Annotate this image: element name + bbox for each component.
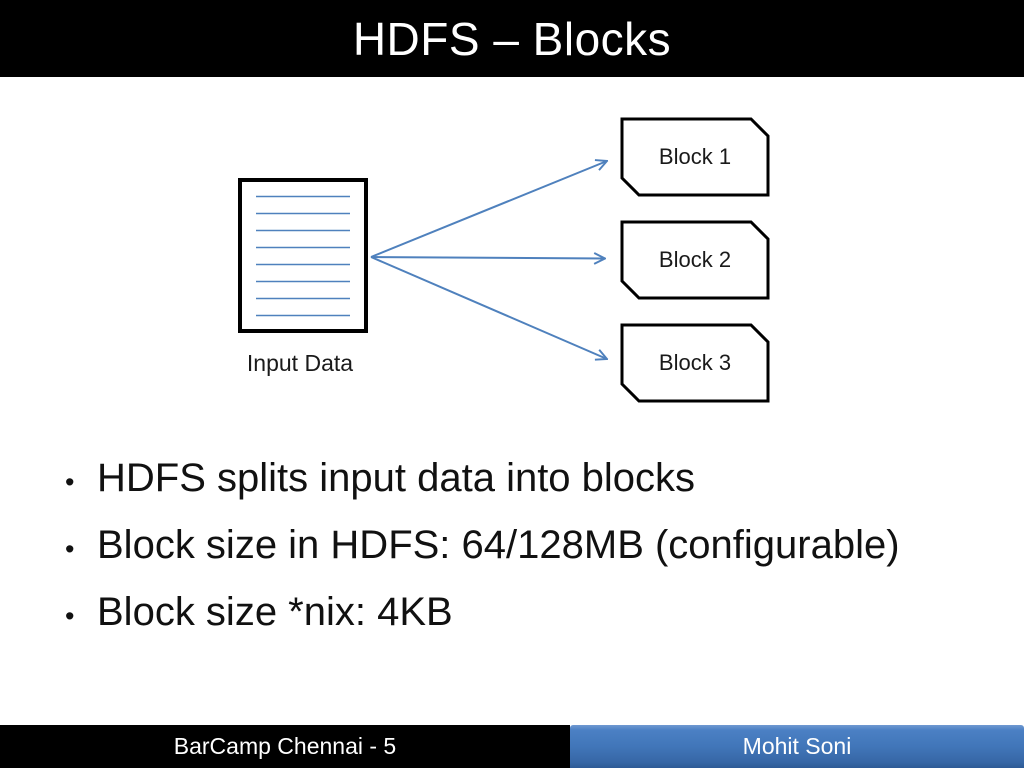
document-text-lines (256, 195, 350, 317)
slide-header: HDFS – Blocks (0, 0, 1024, 77)
arrow-to-block-2 (370, 257, 605, 259)
bullet-item-2: • Block size in HDFS: 64/128MB (configura… (60, 514, 900, 581)
block-3-label: Block 3 (659, 350, 731, 375)
block-shapes (620, 117, 770, 403)
bullet-marker: • (65, 601, 75, 631)
bullet-item-1: • HDFS splits input data into blocks (60, 447, 900, 514)
block-3-shape (620, 323, 770, 403)
page-title: HDFS – Blocks (352, 12, 672, 65)
block-2-shape (620, 220, 770, 300)
bullet-text-1: HDFS splits input data into blocks (97, 456, 696, 500)
bullet-marker: • (65, 467, 75, 497)
block-2-label: Block 2 (659, 247, 731, 272)
input-data-label: Input Data (247, 350, 353, 376)
arrow-to-block-3 (370, 256, 607, 359)
bullet-text-2: Block size in HDFS: 64/128MB (configurab… (97, 523, 900, 567)
bullet-list: • HDFS splits input data into blocks • Blo… (60, 447, 900, 648)
block-1-shape (620, 117, 770, 197)
block-1-label: Block 1 (659, 144, 731, 169)
footer-right-label: Mohit Soni (742, 733, 852, 759)
bullet-marker: • (65, 534, 75, 564)
footer-right-bar: Mohit Soni (570, 725, 1024, 768)
arrow-to-block-1 (370, 161, 607, 258)
bullet-item-3: • Block size *nix: 4KB (60, 581, 900, 648)
footer-left-label: BarCamp Chennai - 5 (173, 733, 397, 759)
footer-left-bar: BarCamp Chennai - 5 (0, 725, 570, 768)
split-arrows (370, 161, 607, 359)
input-data-document-shape (238, 178, 368, 333)
bullet-text-3: Block size *nix: 4KB (97, 590, 453, 634)
slide-footer: BarCamp Chennai - 5 Mohit Soni (0, 725, 1024, 768)
